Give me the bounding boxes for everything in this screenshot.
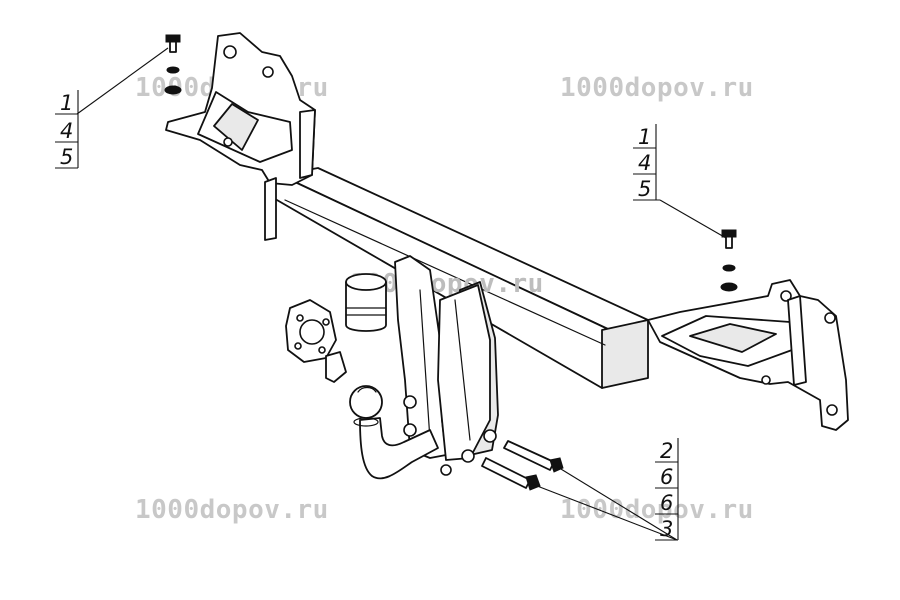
callout-top-right-5: 5 (638, 177, 651, 201)
watermark-bottom-left: 1000dopov.ru (135, 495, 329, 525)
socket-bracket-plate (285, 299, 347, 383)
callout-bottom-right-2: 2 (660, 439, 673, 463)
watermark-bottom-right: 1000dopov.ru (560, 495, 754, 525)
right-mounting-bracket (647, 279, 849, 431)
bolt-set-right (720, 229, 738, 292)
leader-lines (76, 47, 727, 541)
ball-mount-housing (394, 255, 499, 476)
callout-top-left: 1 4 5 (55, 90, 79, 169)
left-mounting-bracket (165, 32, 316, 241)
long-bolt-lower (481, 457, 541, 491)
callout-top-right: 1 4 5 (633, 124, 660, 201)
callout-top-left-5: 5 (60, 145, 73, 169)
watermark-top-right: 1000dopov.ru (560, 73, 754, 103)
socket-cap (345, 273, 387, 332)
tow-ball-hook (349, 385, 439, 480)
callout-bottom-right-3: 3 (660, 517, 673, 541)
callout-top-right-4: 4 (638, 151, 651, 175)
long-bolt-upper (503, 440, 564, 473)
callout-bottom-right: 2 6 6 3 (655, 438, 679, 541)
callout-bottom-right-6b: 6 (660, 491, 673, 515)
bolt-set-left (164, 34, 182, 95)
callout-top-left-4: 4 (60, 119, 73, 143)
callout-bottom-right-6a: 6 (660, 465, 673, 489)
callout-top-right-1: 1 (638, 125, 651, 149)
callout-top-left-1: 1 (60, 91, 73, 115)
